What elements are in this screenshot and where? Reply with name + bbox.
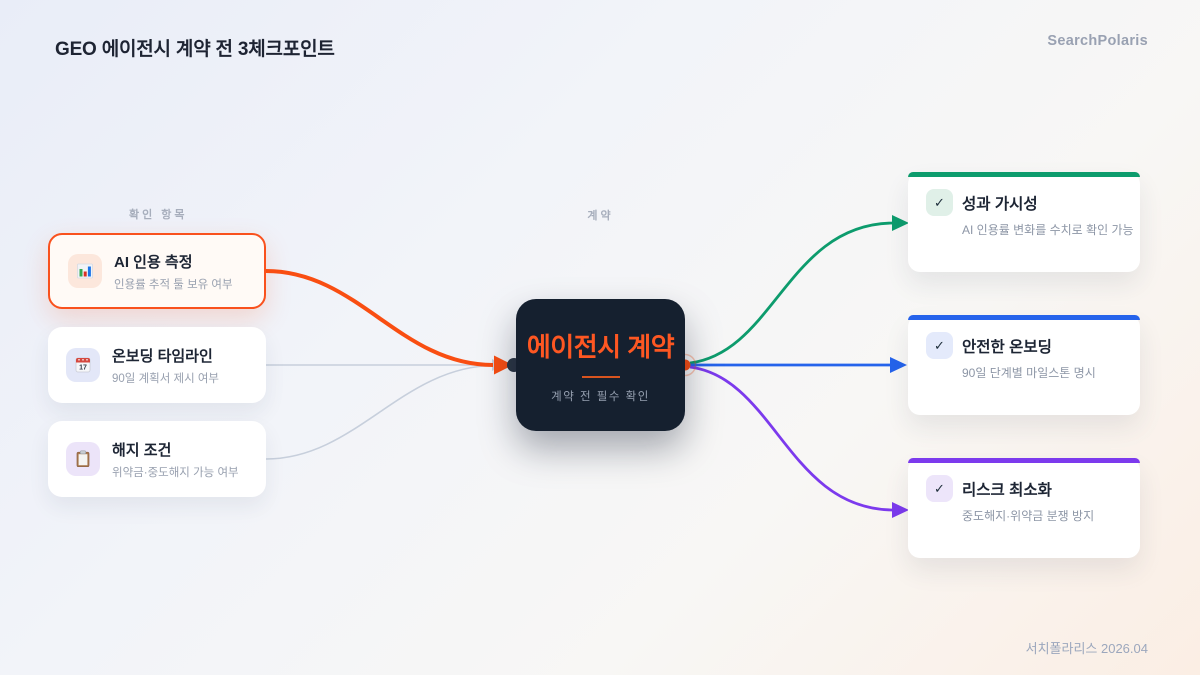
card-title: 성과 가시성 — [962, 196, 1038, 213]
wire-contract-to-visibility — [689, 221, 895, 365]
brand-logo-text: SearchPolaris — [1047, 33, 1148, 49]
divider — [581, 375, 620, 378]
gray-arrowhead-icon — [492, 359, 504, 371]
check-icon: ✓ — [926, 332, 953, 359]
card-title: 리스크 최소화 — [962, 482, 1052, 499]
contract-node: 에이전시 계약 계약 전 필수 확인 — [516, 299, 685, 431]
benefit-card-visibility: ✓ 성과 가시성 AI 인용률 변화를 수치로 확인 가능 — [908, 172, 1140, 272]
accent-bar — [908, 172, 1140, 177]
purple-arrowhead-icon — [892, 502, 909, 518]
check-icon: ✓ — [926, 475, 953, 502]
wire-citation-to-contract — [265, 269, 494, 367]
card-title: 안전한 온보딩 — [962, 339, 1052, 356]
card-title: 해지 조건 — [112, 441, 172, 459]
wire-contract-to-risk — [689, 365, 895, 512]
check-card-termination-terms: 해지 조건 위약금·중도해지 가능 여부 — [48, 421, 266, 497]
card-subtitle: AI 인용률 변화를 수치로 확인 가능 — [962, 223, 1134, 237]
wire-termination-to-contract — [265, 364, 495, 460]
calendar-icon: 17 — [66, 348, 100, 382]
clipboard-icon — [66, 442, 100, 476]
page-title: GEO 에이전시 계약 전 3체크포인트 — [55, 39, 335, 60]
contract-node-subtitle: 계약 전 필수 확인 — [551, 390, 650, 403]
card-subtitle: 90일 계획서 제시 여부 — [112, 372, 220, 385]
calendar-day-number: 17 — [79, 365, 87, 372]
bar-chart-icon — [68, 254, 102, 288]
orange-arrowhead-icon — [494, 355, 513, 375]
check-icon: ✓ — [926, 189, 953, 216]
card-subtitle: 위약금·중도해지 가능 여부 — [112, 466, 239, 479]
card-subtitle: 중도해지·위약금 분쟁 방지 — [962, 509, 1095, 523]
footer-credit: 서치폴라리스 2026.04 — [1025, 641, 1148, 656]
left-column-label: 확인 항목 — [129, 209, 188, 221]
card-subtitle: 인용률 추적 툴 보유 여부 — [114, 278, 233, 291]
card-subtitle: 90일 단계별 마일스톤 명시 — [962, 366, 1096, 380]
card-title: 온보딩 타임라인 — [112, 347, 213, 365]
card-title: AI 인용 측정 — [114, 253, 193, 271]
benefit-card-safe-onboarding: ✓ 안전한 온보딩 90일 단계별 마일스톤 명시 — [908, 315, 1140, 415]
blue-arrowhead-icon — [890, 357, 907, 373]
accent-bar — [908, 315, 1140, 320]
center-column-label: 계약 — [587, 210, 614, 222]
accent-bar — [908, 458, 1140, 463]
check-card-ai-citation: AI 인용 측정 인용률 추적 툴 보유 여부 — [48, 233, 266, 309]
contract-node-title: 에이전시 계약 — [526, 331, 675, 362]
green-arrowhead-icon — [892, 215, 909, 231]
check-card-onboarding-timeline: 17 온보딩 타임라인 90일 계획서 제시 여부 — [48, 327, 266, 403]
benefit-card-risk-minimization: ✓ 리스크 최소화 중도해지·위약금 분쟁 방지 — [908, 458, 1140, 558]
